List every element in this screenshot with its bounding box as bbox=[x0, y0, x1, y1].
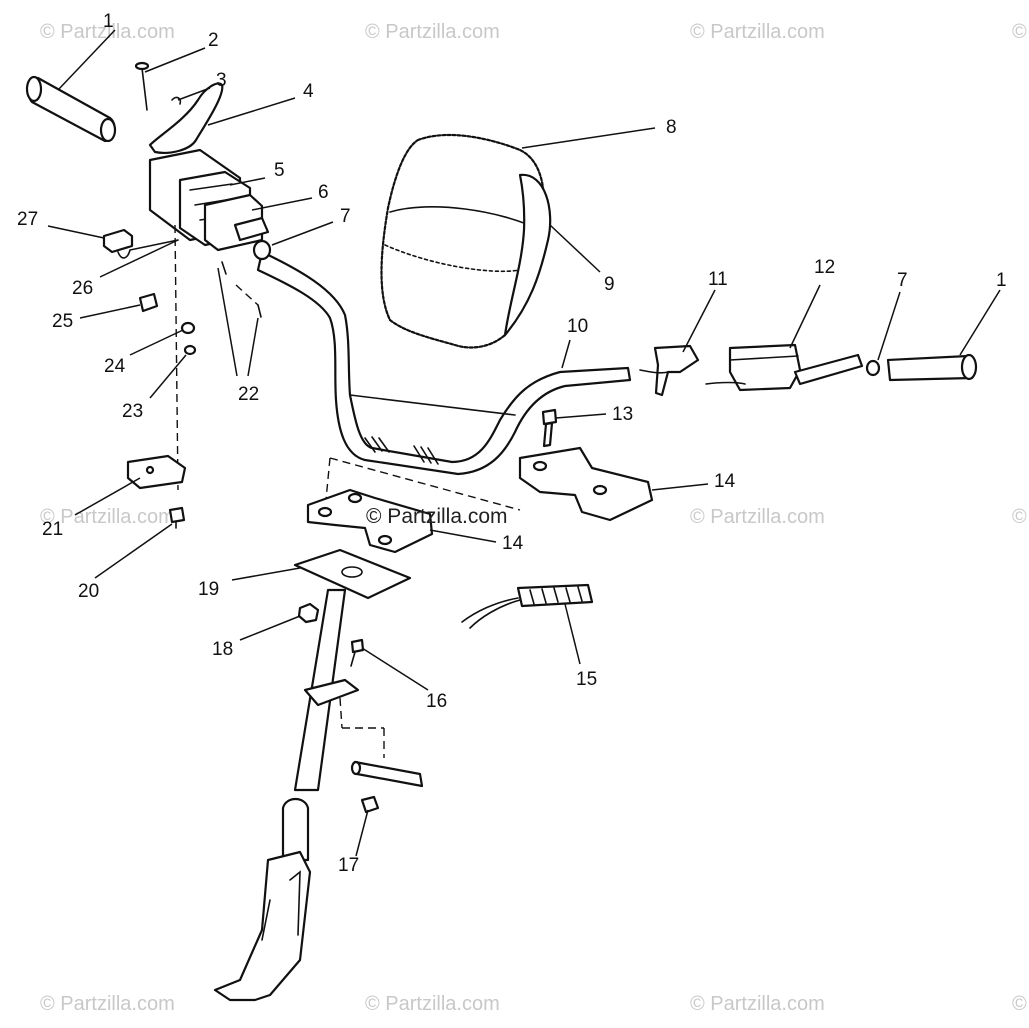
master-cylinder-drawing bbox=[705, 343, 864, 392]
throttle-assembly-drawing bbox=[134, 61, 270, 252]
watermark: © Partzilla.com bbox=[365, 21, 500, 43]
callout-14-upper: 14 bbox=[714, 471, 736, 492]
callout-17: 17 bbox=[338, 855, 359, 876]
callout-7-right: 7 bbox=[897, 270, 908, 291]
clamp-bolt-drawing bbox=[541, 408, 558, 448]
small-hardware-drawing bbox=[138, 261, 262, 356]
callout-8: 8 bbox=[666, 117, 677, 138]
callout-18: 18 bbox=[212, 639, 233, 660]
callout-7: 7 bbox=[340, 206, 351, 227]
watermark: © Partzilla.com bbox=[690, 506, 825, 528]
mount-bracket-drawing bbox=[126, 454, 187, 529]
callout-22: 22 bbox=[238, 384, 259, 405]
switch-drawing bbox=[102, 228, 179, 259]
callout-4: 4 bbox=[303, 81, 314, 102]
callout-26: 26 bbox=[72, 278, 93, 299]
callout-27: 27 bbox=[17, 209, 38, 230]
watermark: © Partzilla.com bbox=[365, 993, 500, 1015]
callout-3: 3 bbox=[216, 70, 227, 91]
windshield-drawing bbox=[380, 133, 552, 349]
callout-24: 24 bbox=[104, 356, 126, 377]
callout-21: 21 bbox=[42, 519, 63, 540]
handlebar-drawing bbox=[256, 250, 632, 476]
left-grip-drawing bbox=[25, 75, 117, 143]
callout-20: 20 bbox=[78, 581, 99, 602]
heater-element-drawing bbox=[461, 583, 594, 629]
alignment-lines bbox=[174, 224, 521, 758]
callout-12: 12 bbox=[814, 257, 835, 278]
steering-plate-drawing bbox=[293, 548, 412, 600]
callout-13: 13 bbox=[612, 404, 633, 425]
callout-5: 5 bbox=[274, 160, 285, 181]
callout-15: 15 bbox=[576, 669, 597, 690]
callout-2: 2 bbox=[208, 30, 219, 51]
callout-14-lower: 14 bbox=[502, 533, 524, 554]
upper-clamp-drawing bbox=[518, 446, 654, 522]
watermark-edge: © bbox=[1012, 993, 1027, 1015]
bolt-drawing bbox=[350, 638, 365, 667]
watermark-group: © Partzilla.com © Partzilla.com © Partzi… bbox=[40, 21, 1027, 1015]
lower-clamp-drawing bbox=[306, 488, 434, 554]
callout-23: 23 bbox=[122, 401, 143, 422]
brake-lever-drawing bbox=[639, 344, 700, 397]
callout-6: 6 bbox=[318, 182, 329, 203]
watermark-center: © Partzilla.com bbox=[366, 505, 508, 528]
watermark: © Partzilla.com bbox=[40, 21, 175, 43]
watermark: © Partzilla.com bbox=[690, 993, 825, 1015]
callout-numbers: 1 2 3 4 5 6 7 8 9 10 11 12 7 1 13 14 14 … bbox=[17, 11, 1007, 876]
callout-9: 9 bbox=[604, 274, 615, 295]
bar-end-plug-drawing bbox=[252, 239, 272, 261]
callout-19: 19 bbox=[198, 579, 219, 600]
steering-post-drawing bbox=[293, 588, 360, 792]
pivot-bolt-drawing bbox=[350, 760, 424, 814]
callout-1: 1 bbox=[103, 11, 114, 32]
steering-column-drawing bbox=[213, 797, 312, 1002]
right-grip-drawing bbox=[865, 353, 978, 382]
watermark: © Partzilla.com bbox=[40, 993, 175, 1015]
leader-lines bbox=[47, 29, 1001, 857]
watermark: © Partzilla.com bbox=[690, 21, 825, 43]
callout-16: 16 bbox=[426, 691, 447, 712]
watermark: © Partzilla.com bbox=[40, 506, 175, 528]
callout-25: 25 bbox=[52, 311, 73, 332]
watermark-edge: © bbox=[1012, 21, 1027, 43]
callout-11: 11 bbox=[708, 269, 728, 290]
callout-10: 10 bbox=[567, 316, 588, 337]
nut-drawing bbox=[297, 602, 320, 624]
watermark-edge: © bbox=[1012, 506, 1027, 528]
callout-1-right: 1 bbox=[996, 270, 1007, 291]
